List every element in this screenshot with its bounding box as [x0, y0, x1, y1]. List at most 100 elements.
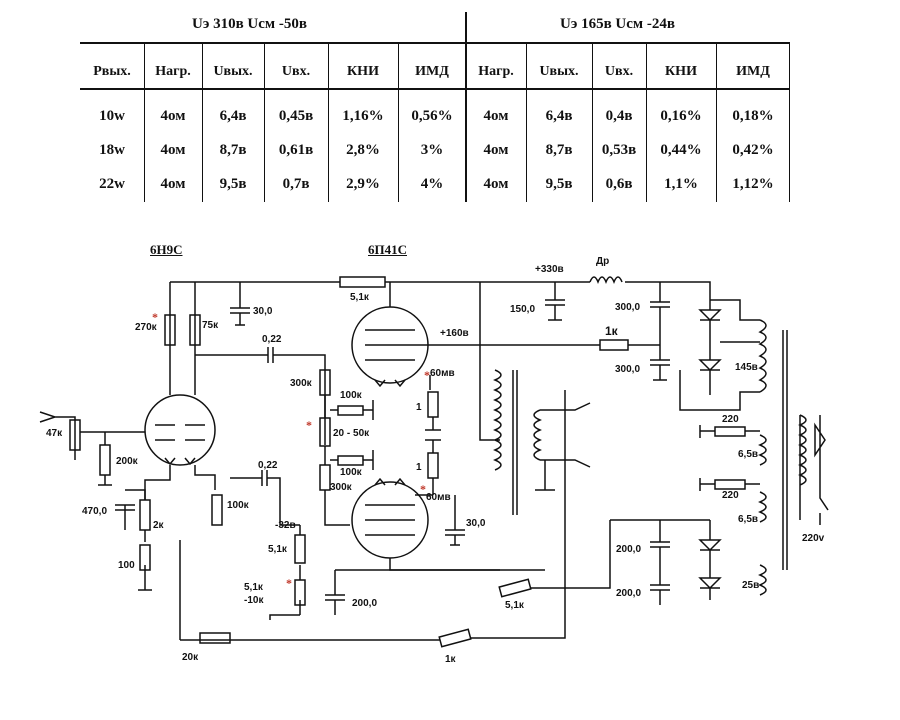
resistor-75k [189, 314, 201, 346]
adjust-marker: * [152, 310, 158, 324]
resistor-270k [164, 314, 176, 346]
table-divider [264, 42, 265, 202]
tube2b-leads [389, 558, 545, 571]
cell: 0,18% [732, 108, 774, 124]
winding-145v [758, 319, 767, 393]
cell: 9,5в [219, 176, 247, 192]
cell: 1,16% [342, 108, 384, 124]
pot-51k-10k [294, 579, 306, 606]
power-transformer-core [782, 330, 788, 570]
cell: 4% [420, 176, 444, 192]
output-primary [479, 282, 502, 471]
cathode-caps [115, 489, 152, 591]
label-c200a: 200,0 [616, 544, 642, 555]
label-c30-bot: 30,0 [466, 518, 486, 529]
resistor-220a [714, 426, 746, 437]
cell: 4ом [160, 176, 186, 192]
label-r47k: 47к [46, 428, 63, 439]
cell: 0,6в [605, 176, 633, 192]
tube1-plate-leads [169, 305, 196, 395]
parameters-table: Uэ 310в Uсм -50в Uэ 165в Uсм -24в Pвых. … [80, 8, 790, 208]
resistor-1-a [427, 391, 439, 418]
neg-bias-line [530, 519, 660, 589]
capacitors-200 [650, 519, 710, 605]
diode-top [698, 300, 722, 360]
capacitor-30-bot [445, 495, 465, 546]
cell: 2,9% [346, 176, 380, 192]
label-r300k-b: 300к [330, 482, 352, 493]
group-header-left: Uэ 310в Uсм -50в [192, 16, 307, 32]
tube2a-electrodes [365, 329, 415, 388]
table-divider [526, 42, 527, 202]
tube2-label: 6П41С [368, 242, 407, 257]
label-r200k: 200к [116, 456, 138, 467]
primary-winding [798, 414, 807, 520]
cell: 2,8% [346, 142, 380, 158]
tube2b-electrodes [365, 477, 415, 536]
adjust-marker: * [420, 482, 426, 496]
cell: 4ом [160, 142, 186, 158]
cathode-leads [144, 465, 216, 500]
adjust-marker: * [286, 576, 292, 590]
adjust-marker: * [306, 418, 312, 432]
label-r100k-b: 100к [340, 467, 362, 478]
capacitor-150 [545, 282, 565, 321]
resistor-51k-top [339, 276, 386, 288]
col-header-thd: КНИ [665, 64, 697, 79]
label-r20k: 20к [182, 652, 199, 663]
label-r100k-a: 100к [340, 390, 362, 401]
pot-20k [199, 632, 231, 644]
tube-6n9s [144, 394, 216, 466]
output-secondary [533, 402, 591, 491]
rail-taps [169, 282, 241, 308]
label-r100k-pot: 100к [227, 500, 249, 511]
label-pot2050: 20 - 50к [333, 428, 370, 439]
pot-47k [69, 419, 81, 451]
cell: 4ом [160, 108, 186, 124]
col-header-imd: ИМД [415, 64, 449, 79]
feedback-line [180, 390, 566, 641]
label-r51k-adj: 5,1к [244, 582, 263, 593]
resistor-51k-bot [498, 578, 532, 598]
label-r51k-top: 5,1к [350, 292, 369, 303]
capacitors-300 [650, 282, 670, 381]
label-c150: 150,0 [510, 304, 536, 315]
cell: 9,5в [545, 176, 573, 192]
resistor-220b [714, 479, 746, 490]
cell: 0,44% [660, 142, 702, 158]
cell: 0,45в [278, 108, 314, 124]
table-divider [202, 42, 203, 202]
label-choke: Др [596, 256, 610, 267]
cell: 0,4в [605, 108, 633, 124]
pot-100k [211, 494, 223, 526]
tube2a-leads [389, 282, 600, 390]
resistor-1k-top [599, 339, 629, 351]
resistor-100k-b [337, 455, 364, 466]
label-r51k-bot: 5,1к [505, 600, 524, 611]
resistor-1k-bot [438, 628, 472, 648]
label-b330: +330в [535, 264, 564, 275]
cell: 4ом [483, 142, 509, 158]
resistor-100 [139, 544, 151, 571]
table-divider [328, 42, 329, 202]
input-terminal [39, 411, 76, 460]
cell: 0,42% [732, 142, 774, 158]
cell: 0,61в [278, 142, 314, 158]
label-c022-bot: 0,22 [258, 460, 278, 471]
grid-resistor-ground [98, 432, 112, 486]
tube1-electrodes [155, 424, 205, 466]
cell: 8,7в [219, 142, 247, 158]
label-r1k-top: 1к [605, 324, 618, 338]
cell: 4ом [483, 108, 509, 124]
col-header-uin: Uвх. [604, 64, 634, 79]
col-header-load: Нагр. [155, 64, 191, 79]
capacitor-30-top [230, 307, 250, 326]
resistor-1-b [427, 452, 439, 479]
cathode-resistor-leads [415, 417, 441, 496]
table-group-divider [465, 12, 467, 202]
cell: 6,4в [545, 108, 573, 124]
col-header-thd: КНИ [347, 64, 379, 79]
choke-symbol [589, 276, 623, 285]
label-v32: -32в [275, 520, 296, 531]
winding-leads [679, 299, 760, 411]
